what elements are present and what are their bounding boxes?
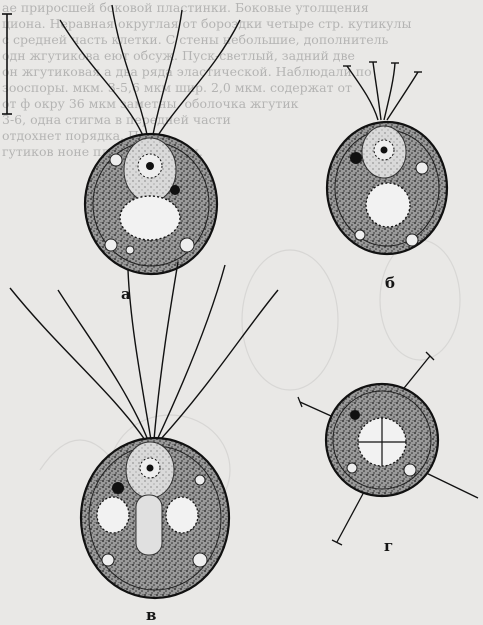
panel-label-v: в: [146, 606, 156, 624]
panel-label-a: а: [121, 285, 131, 303]
cell-a: [60, 5, 240, 274]
panel-label-b: б: [385, 274, 395, 292]
flagella-a: [60, 5, 240, 140]
panel-label-g: г: [384, 537, 393, 555]
flagella-v: [10, 262, 278, 440]
cell-g: [298, 352, 478, 545]
cell-b: [327, 62, 447, 254]
cell-v: [10, 262, 278, 598]
flagella-b: [343, 62, 422, 120]
scale-bar: [2, 14, 12, 114]
